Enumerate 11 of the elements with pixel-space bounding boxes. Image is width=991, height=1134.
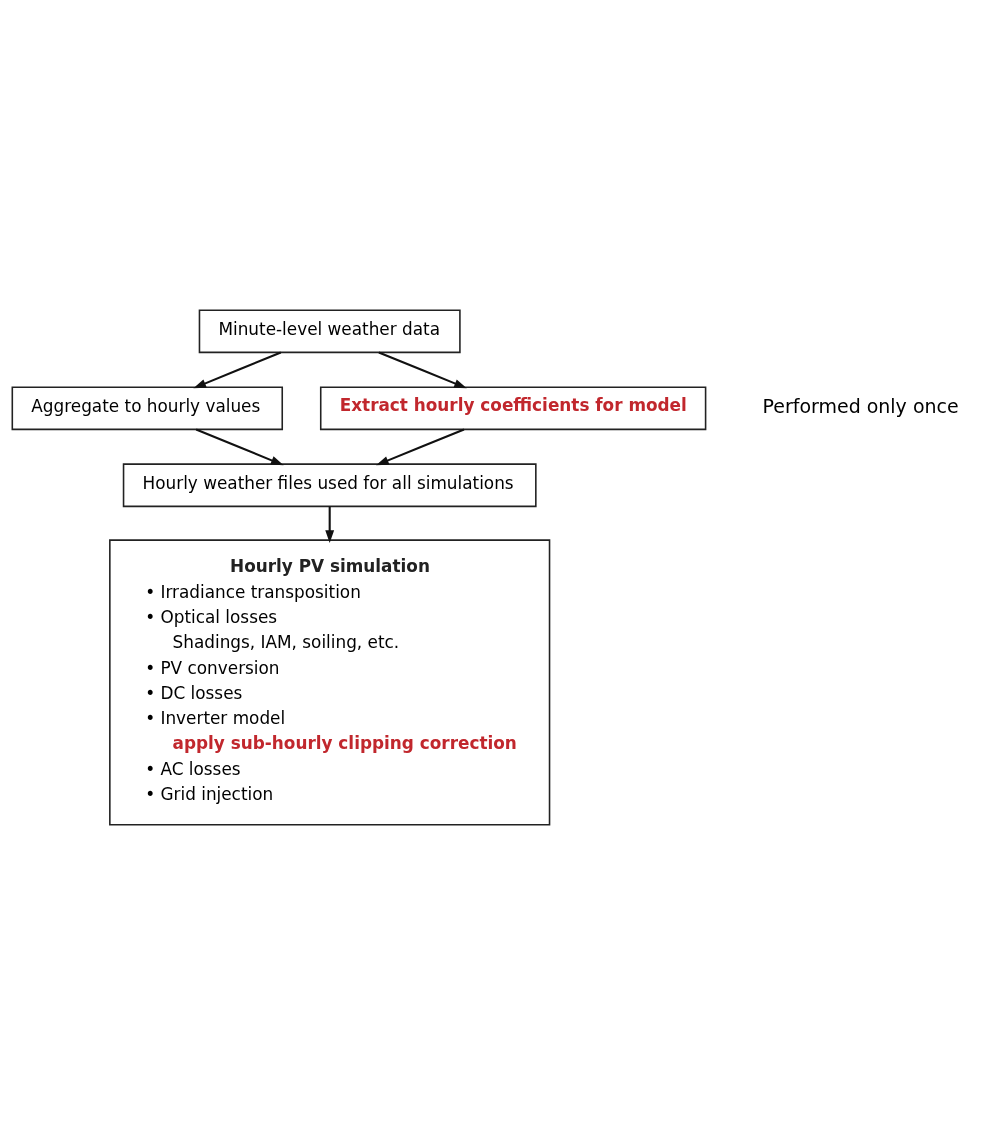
node-box: Aggregate to hourly values <box>11 385 284 430</box>
arrow <box>376 427 465 465</box>
node-box: Hourly PV simulation • Irradiance transposition • Optical losses Shadings, IAM, soiling, etc. • PV conversion • DC losses • Inverter model apply sub-hourly clipping correction • AC losses • Grid injection <box>109 538 551 826</box>
label: Performed only once <box>762 394 959 417</box>
node-box: Hourly weather files used for all simulations <box>122 462 537 507</box>
arrow <box>193 350 282 388</box>
arrow <box>325 505 335 543</box>
node-box: Extract hourly coefficients for model <box>319 385 707 430</box>
node-box: Minute-level weather data <box>198 308 461 353</box>
arrow <box>195 427 284 465</box>
arrow <box>378 350 467 388</box>
